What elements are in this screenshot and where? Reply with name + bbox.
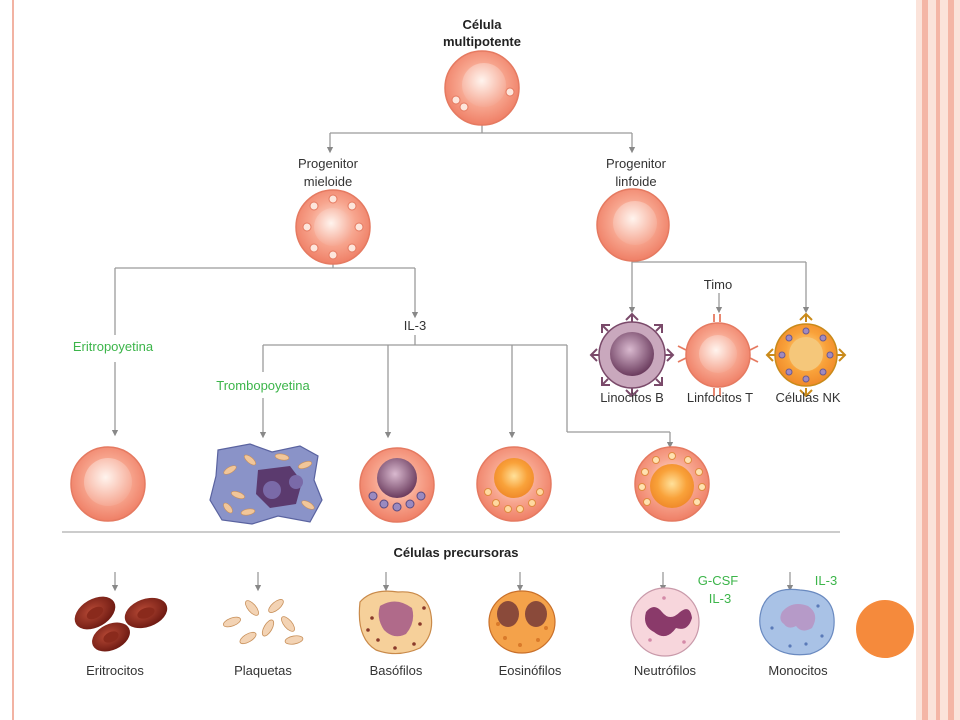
myeloid-progenitor-cell xyxy=(295,189,371,265)
il3-neutrophil-label: IL-3 xyxy=(709,591,731,606)
erythropoietin-label: Eritropoyetina xyxy=(73,339,154,354)
lymphoid-label-line2: linfoide xyxy=(615,174,656,189)
slide-frame-right xyxy=(916,0,960,720)
b-lymphocyte-label: Linocitos B xyxy=(600,390,664,405)
precursors-label: Células precursoras xyxy=(393,545,518,560)
basophils-label: Basófilos xyxy=(370,663,423,678)
slide-frame-left xyxy=(0,0,14,720)
lymphoid-label-line1: Progenitor xyxy=(606,156,667,171)
platelets-cells xyxy=(223,599,304,645)
basophil-precursor-cell xyxy=(359,447,435,523)
myeloid-precursor-orange-cell xyxy=(634,446,710,522)
myeloid-label-line1: Progenitor xyxy=(298,156,359,171)
eosinophil-cell xyxy=(488,590,556,654)
neutrophil-cell xyxy=(630,587,700,657)
slide-accent-circle xyxy=(856,600,914,658)
t-lymphocyte-cell xyxy=(677,314,759,396)
final-cell-labels: Eritrocitos Plaquetas Basófilos Eosinófi… xyxy=(86,663,828,678)
platelets-label: Plaquetas xyxy=(234,663,292,678)
timo-label: Timo xyxy=(704,277,732,292)
root-title-line2: multipotente xyxy=(443,34,521,49)
myeloid-label-line2: mieloide xyxy=(304,174,352,189)
nk-cell xyxy=(765,312,847,398)
eosinophil-precursor-cell xyxy=(476,446,552,522)
erythroid-precursor-cell xyxy=(70,446,146,522)
il3-label: IL-3 xyxy=(404,318,426,333)
neutrophils-label: Neutrófilos xyxy=(634,663,697,678)
gcsf-label: G-CSF xyxy=(698,573,739,588)
lymphoid-progenitor-cell xyxy=(596,188,670,262)
erythrocytes-label: Eritrocitos xyxy=(86,663,144,678)
b-lymphocyte-cell xyxy=(589,312,675,398)
thrombopoietin-label: Trombopoyetina xyxy=(216,378,310,393)
nk-cell-label: Células NK xyxy=(775,390,840,405)
erythrocytes-cells xyxy=(74,596,168,652)
megakaryocyte-cell xyxy=(209,443,323,525)
monocytes-label: Monocitos xyxy=(768,663,828,678)
t-lymphocyte-label: Linfocitos T xyxy=(687,390,753,405)
root-title-line1: Célula xyxy=(462,17,502,32)
basophil-cell xyxy=(358,590,433,655)
monocyte-cell xyxy=(759,588,835,656)
multipotent-cell xyxy=(444,50,520,126)
eosinophils-label: Eosinófilos xyxy=(499,663,562,678)
il3-monocyte-label: IL-3 xyxy=(815,573,837,588)
